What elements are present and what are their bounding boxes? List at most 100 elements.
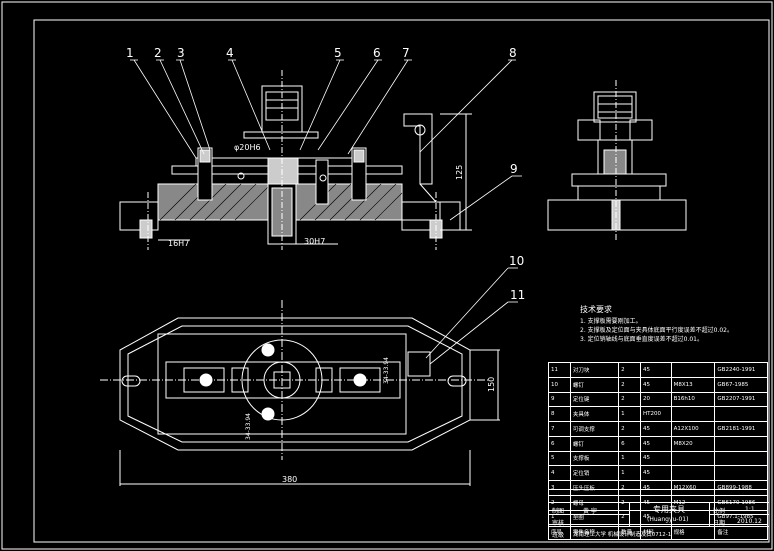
- bom-cell-std: [714, 435, 768, 452]
- bom-cell-spec: M8X20: [670, 435, 716, 452]
- bom-cell-qty: 2: [618, 362, 641, 378]
- part-label-6: 6: [373, 46, 381, 60]
- bom-cell-spec: B16h10: [670, 391, 716, 408]
- dim-hole-b: 34-33.94: [245, 413, 252, 440]
- bom-cell-qty: 2: [618, 391, 641, 408]
- bom-cell-spec: [670, 465, 716, 481]
- dim-width: 150: [487, 377, 496, 392]
- top-view: [100, 300, 500, 486]
- bom-cell-name: 支撑板: [569, 450, 620, 467]
- title-block-scale: 1:1: [745, 506, 755, 513]
- title-block-code: (Huangyu-01): [647, 516, 689, 523]
- title-block-date-label: 日期: [713, 520, 726, 527]
- title-block-title: 专用夹具: [653, 505, 685, 514]
- inner-frame: [33, 19, 770, 543]
- bom-cell-no: 10: [548, 376, 571, 393]
- bom-cell-spec: [670, 450, 716, 467]
- title-block-check-label: 审核: [552, 520, 565, 527]
- bom-cell-spec: [670, 362, 716, 378]
- part-label-11: 11: [510, 288, 525, 302]
- part-label-10: 10: [509, 254, 524, 268]
- bom-cell-mat: 45: [639, 465, 672, 481]
- bom-cell-std: GB899-1988: [714, 480, 768, 496]
- bom-cell-std: GB2207-1991: [714, 391, 768, 408]
- tech-req-item-1: 1. 支撑板需要刚加工。: [580, 318, 642, 325]
- bom-cell-spec: M8X13: [670, 376, 716, 393]
- title-block-date: 2010.12: [737, 518, 762, 525]
- part-label-2: 2: [154, 46, 162, 60]
- bom-cell-no: 8: [548, 406, 571, 422]
- bom-cell-std: [714, 465, 768, 481]
- dim-bore: φ20H6: [234, 143, 261, 152]
- bom-cell-name: 夹具体: [569, 406, 620, 422]
- side-view: [547, 80, 687, 240]
- tech-req-title: 技术要求: [580, 305, 612, 314]
- part-label-9: 9: [510, 162, 518, 176]
- bom-cell-spec: A12X100: [670, 421, 716, 437]
- bom-cell-mat: 45: [639, 450, 672, 467]
- front-view: [119, 70, 472, 250]
- bom-cell-no: 5: [548, 450, 571, 467]
- bom-cell-name: 对刀块: [569, 362, 620, 378]
- part-label-4: 4: [226, 46, 234, 60]
- bom-cell-mat: 45: [639, 376, 672, 393]
- bom-cell-no: 6: [548, 435, 571, 452]
- tech-req-item-3: 3. 定位销轴线与底面垂直度误差不超过0.01。: [580, 336, 703, 343]
- bom-cell-no: 9: [548, 391, 571, 408]
- title-block-draw-name: 黄 宇: [583, 508, 597, 515]
- bom-cell-mat: HT200: [639, 406, 672, 422]
- title-block-school: 湖南理工大学 机械设计制造及其0712-1: [573, 532, 672, 538]
- dim-length: 380: [282, 475, 297, 484]
- bom-cell-spec: [670, 406, 716, 422]
- part-label-7: 7: [402, 46, 410, 60]
- dim-hole-a: 34-33.94: [383, 357, 390, 384]
- bom-cell-name: 定位键: [569, 391, 620, 408]
- bom-cell-std: [714, 406, 768, 422]
- bom-cell-qty: 1: [618, 406, 641, 422]
- bom-cell-name: 螺钉: [569, 435, 620, 452]
- dim-base-left: 16H7: [168, 239, 189, 248]
- bom-cell-name: 可调支撑: [569, 421, 620, 437]
- bom-cell-mat: 45: [639, 435, 672, 452]
- bom-cell-no: 7: [548, 421, 571, 437]
- bom-cell-std: [714, 450, 768, 467]
- part-label-8: 8: [509, 46, 517, 60]
- bom-cell-std: GB2181-1991: [714, 421, 768, 437]
- bom-cell-qty: 1: [618, 465, 641, 481]
- bom-cell-qty: 2: [618, 376, 641, 393]
- bom-cell-name: 定位销: [569, 465, 620, 481]
- dim-height: 125: [455, 165, 464, 180]
- bom-cell-name: 压头压板: [569, 480, 620, 496]
- dim-base-right: 30H7: [304, 237, 325, 246]
- tech-req-item-2: 2. 支撑板及定位面与夹具体底面平行度误差不超过0.02。: [580, 327, 733, 334]
- part-label-3: 3: [177, 46, 185, 60]
- bom-cell-name: 螺钉: [569, 376, 620, 393]
- part-number-labels: 1 2 3 4 5 6 7 8 9 10 11: [126, 46, 525, 302]
- bom-cell-qty: 6: [618, 435, 641, 452]
- bom-cell-mat: 20: [639, 391, 672, 408]
- bom-cell-no: 4: [548, 465, 571, 481]
- part-label-1: 1: [126, 46, 134, 60]
- bom-cell-qty: 1: [618, 450, 641, 467]
- bom-cell-mat: 45: [639, 421, 672, 437]
- title-block-scale-label: 比例: [713, 508, 726, 515]
- bom-cell-std: GB2240-1991: [714, 362, 768, 378]
- leaders: [130, 59, 522, 365]
- title-block: 制图 黄 宇 审核 专用夹具 (Huangyu-01) 比例 1:1 日期 20…: [548, 489, 769, 540]
- title-block-draw-label: 制图: [552, 508, 565, 515]
- bom-cell-std: GB67-1985: [714, 376, 768, 393]
- bom-cell-mat: 45: [639, 362, 672, 378]
- bom-cell-no: 11: [548, 362, 571, 378]
- title-block-school-label: 班级: [552, 532, 565, 539]
- part-label-5: 5: [334, 46, 342, 60]
- bom-cell-qty: 2: [618, 421, 641, 437]
